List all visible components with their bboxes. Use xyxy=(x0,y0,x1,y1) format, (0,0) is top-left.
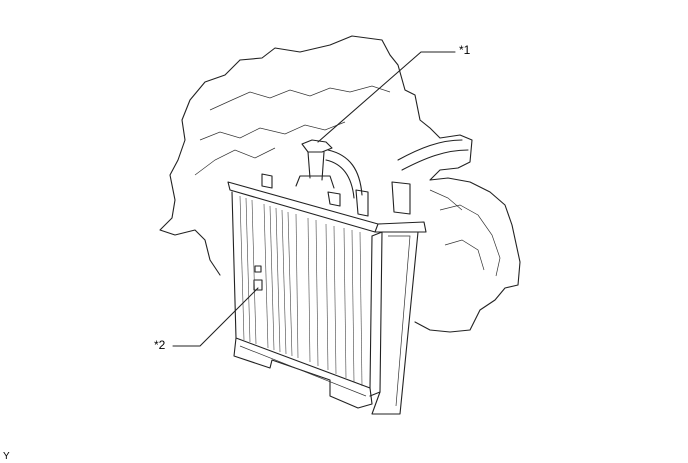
callout-2: *2 xyxy=(154,338,166,352)
drain-cock-plug xyxy=(254,265,262,273)
figure-code: Y xyxy=(3,451,10,462)
leader-lines xyxy=(172,51,456,347)
radiator-fins xyxy=(239,195,363,387)
engine-outline xyxy=(159,35,521,333)
radiator-cap xyxy=(301,139,333,153)
callout-1: *1 xyxy=(459,43,471,57)
leader-line-1 xyxy=(317,51,456,143)
radiator-assembly xyxy=(227,139,427,415)
leader-line-2 xyxy=(172,287,259,347)
